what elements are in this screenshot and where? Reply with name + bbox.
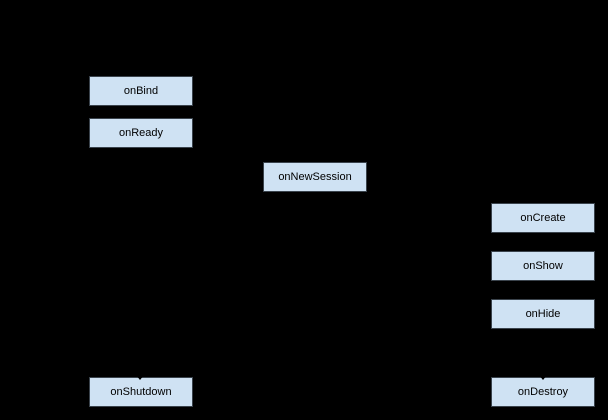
node-onbind: onBind: [89, 76, 193, 106]
arrowhead-down-icon: [539, 375, 547, 380]
node-onnewsession: onNewSession: [263, 162, 367, 192]
node-label: onCreate: [520, 211, 566, 224]
node-label: onShutdown: [110, 385, 172, 398]
node-onready: onReady: [89, 118, 193, 148]
node-label: onShow: [523, 259, 563, 272]
node-label: onDestroy: [517, 385, 569, 398]
node-onshow: onShow: [491, 251, 595, 281]
node-onshutdown: onShutdown: [89, 377, 193, 407]
node-label: onNewSession: [278, 170, 352, 183]
node-label: onHide: [525, 307, 561, 320]
node-label: onBind: [123, 84, 159, 97]
node-oncreate: onCreate: [491, 203, 595, 233]
node-ondestroy: onDestroy: [491, 377, 595, 407]
arrowhead-down-icon: [136, 375, 144, 380]
node-label: onReady: [118, 126, 164, 139]
node-onhide: onHide: [491, 299, 595, 329]
